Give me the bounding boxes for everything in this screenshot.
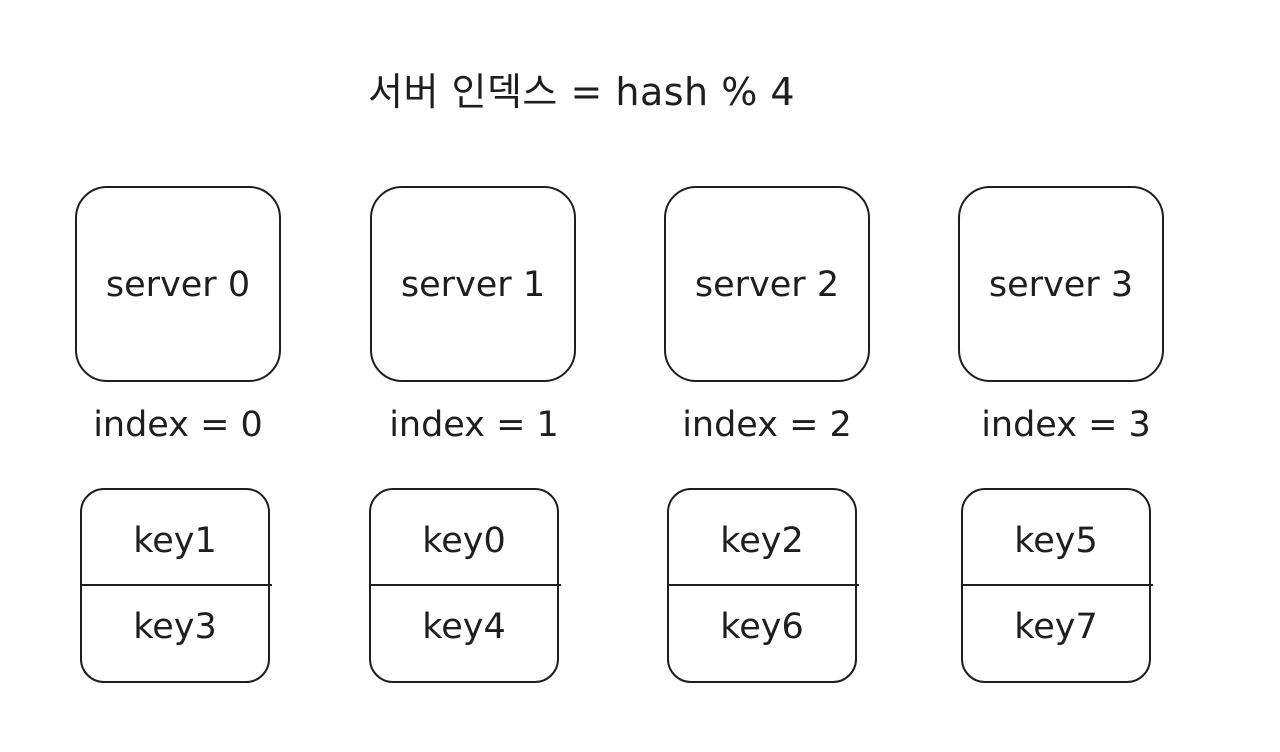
key-divider: [667, 584, 859, 586]
key-cell: key0: [422, 521, 506, 561]
key-box-0: key1 key3: [80, 488, 272, 683]
key-box-1: key0 key4: [369, 488, 561, 683]
server-label-3: server 3: [988, 265, 1134, 305]
key-box-2: key2 key6: [667, 488, 859, 683]
key-divider: [369, 584, 561, 586]
key-cell: key7: [1014, 607, 1098, 647]
index-label-0: index = 0: [93, 405, 263, 445]
server-label-1: server 1: [400, 265, 546, 305]
index-label-2: index = 2: [682, 405, 852, 445]
server-label-2: server 2: [694, 265, 840, 305]
server-label-0: server 0: [105, 265, 251, 305]
key-box-3: key5 key7: [961, 488, 1153, 683]
key-divider: [80, 584, 272, 586]
key-cell: key2: [720, 521, 804, 561]
server-box-2: server 2: [664, 186, 870, 382]
key-cell: key1: [133, 521, 217, 561]
key-divider: [961, 584, 1153, 586]
index-label-1: index = 1: [389, 405, 559, 445]
server-box-3: server 3: [958, 186, 1164, 382]
key-cell: key3: [133, 607, 217, 647]
server-box-0: server 0: [75, 186, 281, 382]
server-box-1: server 1: [370, 186, 576, 382]
index-label-3: index = 3: [981, 405, 1151, 445]
key-cell: key5: [1014, 521, 1098, 561]
key-cell: key6: [720, 607, 804, 647]
diagram-title: 서버 인덱스 = hash % 4: [368, 70, 796, 114]
key-cell: key4: [422, 607, 506, 647]
